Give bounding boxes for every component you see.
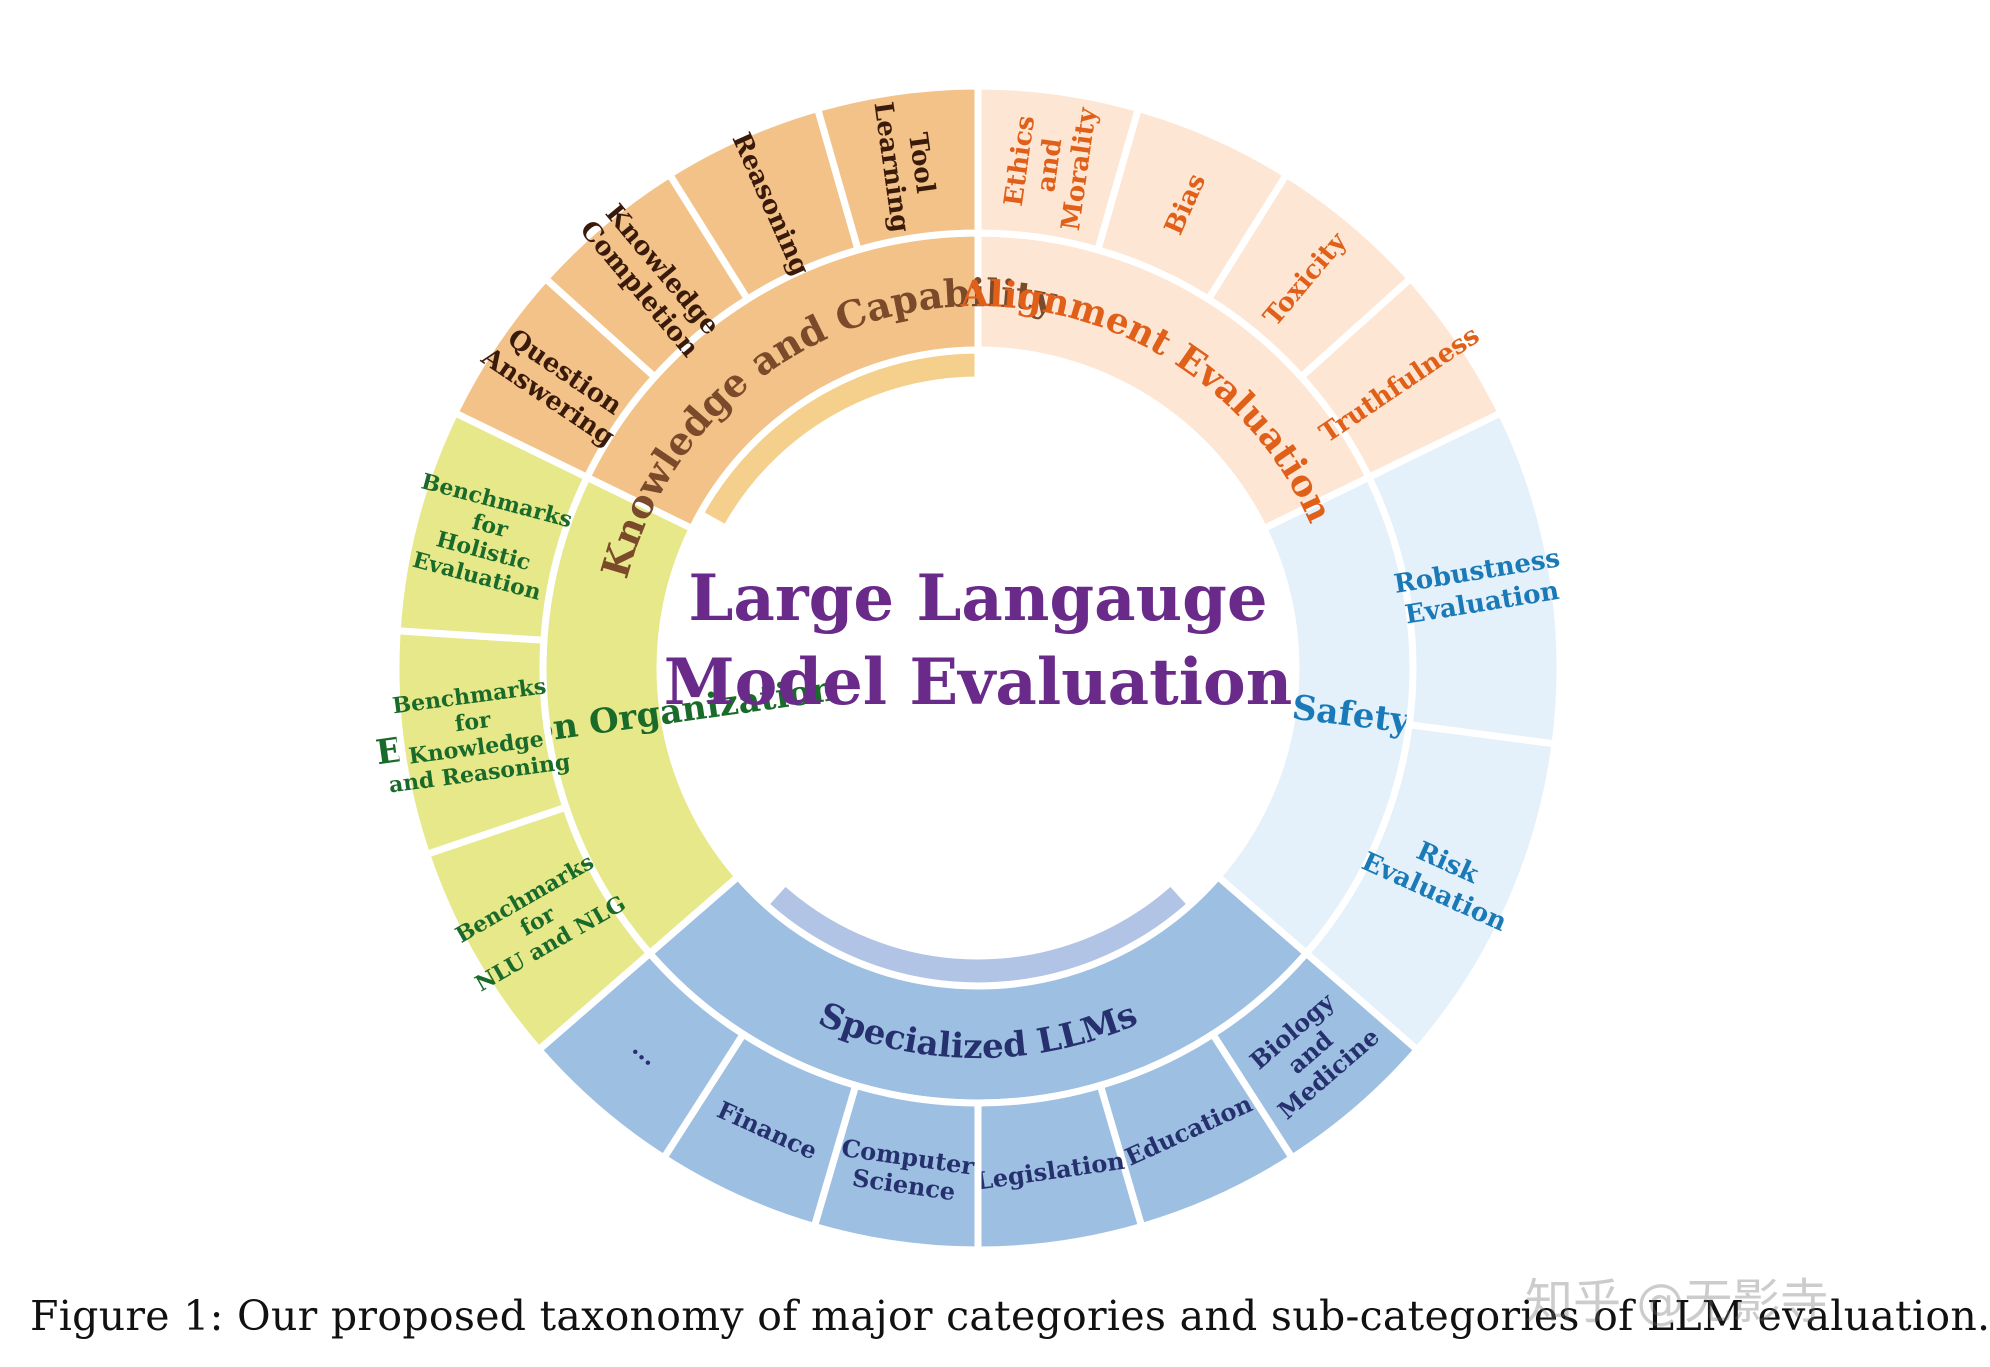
- center-title-line: Large Langauge: [688, 561, 1267, 636]
- center-title-line: Model Evaluation: [664, 645, 1292, 720]
- subcategory-ring: QuestionAnsweringKnowledgeCompletionReas…: [387, 82, 1564, 1254]
- sub-segment-benchmarks-for-holistic-evaluation: [393, 408, 592, 644]
- watermark: 知乎 @无影寺: [1525, 1274, 1829, 1330]
- figure-caption: Figure 1: Our proposed taxonomy of major…: [30, 1292, 1990, 1340]
